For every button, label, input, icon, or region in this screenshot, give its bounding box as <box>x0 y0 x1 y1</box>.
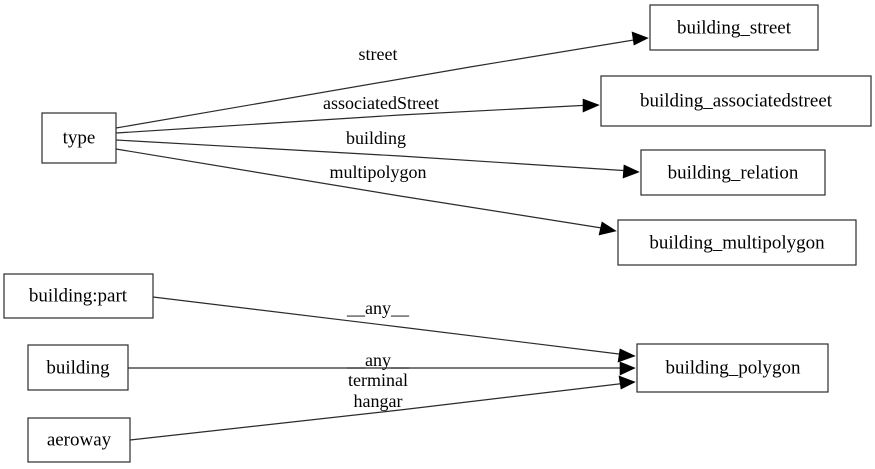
node-type[interactable]: type <box>41 112 117 164</box>
node-label: building_street <box>677 17 792 38</box>
node-building_relation[interactable]: building_relation <box>640 149 826 196</box>
arrowhead-icon <box>622 164 640 179</box>
node-building[interactable]: building <box>27 344 129 391</box>
edge-line <box>152 296 628 356</box>
node-box[interactable] <box>640 149 826 196</box>
edge-label-building: building <box>346 128 406 148</box>
node-label: building_associatedstreet <box>640 90 833 111</box>
node-box[interactable] <box>636 343 829 393</box>
node-box[interactable] <box>41 112 117 164</box>
edge-label-any-buildingpart: __any__ <box>346 298 410 318</box>
edge-line <box>129 382 628 441</box>
edge-building-building_polygon <box>128 361 636 376</box>
node-label: building <box>46 357 110 378</box>
edge-line <box>115 148 609 230</box>
arrowhead-icon <box>582 98 600 113</box>
node-aeroway[interactable]: aeroway <box>27 417 131 463</box>
arrowhead-icon <box>617 348 636 363</box>
edge-aeroway-building_polygon <box>129 375 636 441</box>
node-label: type <box>63 127 96 148</box>
node-building_multipolygon[interactable]: building_multipolygon <box>617 219 857 266</box>
arrowhead-icon <box>618 375 636 390</box>
edge-line <box>115 139 632 172</box>
edge-line <box>115 38 641 129</box>
node-box[interactable] <box>27 344 129 391</box>
node-building_street[interactable]: building_street <box>649 4 819 51</box>
edge-type-building_associatedstreet <box>115 98 600 134</box>
node-building_polygon[interactable]: building_polygon <box>636 343 829 393</box>
arrowhead-icon <box>598 221 617 236</box>
node-label: building_multipolygon <box>649 232 825 253</box>
node-box[interactable] <box>617 219 857 266</box>
node-label: building_polygon <box>665 357 801 378</box>
edge-type-building_street <box>115 31 649 129</box>
edge-building_part-building_polygon <box>152 296 636 363</box>
node-layer: type building_street building_associated… <box>3 4 872 463</box>
edge-layer <box>115 31 649 441</box>
edge-label-any-building: __any__ <box>346 350 410 370</box>
edge-type-building_relation <box>115 139 640 179</box>
edge-line <box>115 104 592 134</box>
node-box[interactable] <box>649 4 819 51</box>
node-building_part[interactable]: building:part <box>3 273 154 319</box>
edge-type-building_multipolygon <box>115 148 617 236</box>
node-box[interactable] <box>600 75 872 127</box>
arrowhead-icon <box>619 361 636 376</box>
edge-label-associatedstreet: associatedStreet <box>323 93 439 113</box>
node-building_associatedstreet[interactable]: building_associatedstreet <box>600 75 872 127</box>
edge-label-hangar: hangar <box>354 391 403 411</box>
arrowhead-icon <box>631 31 649 46</box>
node-box[interactable] <box>3 273 154 319</box>
node-box[interactable] <box>27 417 131 463</box>
node-label: aeroway <box>47 429 112 450</box>
edge-label-multipolygon: multipolygon <box>329 162 426 182</box>
edge-label-street: street <box>359 44 398 64</box>
node-label: building_relation <box>668 162 799 183</box>
node-label: building:part <box>29 285 128 306</box>
edge-label-terminal: terminal <box>348 370 408 390</box>
edge-label-layer: street associatedStreet building multipo… <box>323 44 439 411</box>
